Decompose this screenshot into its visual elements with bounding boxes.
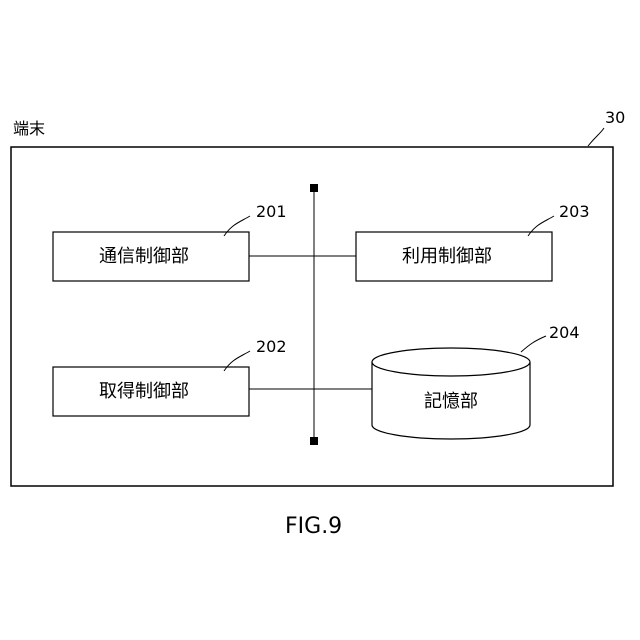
comm-control-label: 通信制御部 (99, 248, 189, 266)
terminal-ref-leader (588, 128, 604, 146)
terminal-label: 端末 (13, 121, 45, 137)
terminal-ref: 30 (605, 110, 625, 126)
use-control-label: 利用制御部 (402, 248, 492, 266)
storage-ref: 204 (549, 325, 580, 341)
bus-end-top (310, 184, 318, 192)
use-control-ref: 203 (559, 204, 590, 220)
acq-control-ref: 202 (256, 339, 287, 355)
acq-control-label: 取得制御部 (99, 383, 189, 401)
storage-label: 記憶部 (424, 393, 478, 411)
storage-ref-leader (521, 336, 546, 352)
bus-end-bottom (310, 437, 318, 445)
terminal-frame (11, 147, 613, 486)
figure-caption: FIG.9 (285, 516, 342, 538)
comm-control-ref: 201 (256, 204, 287, 220)
